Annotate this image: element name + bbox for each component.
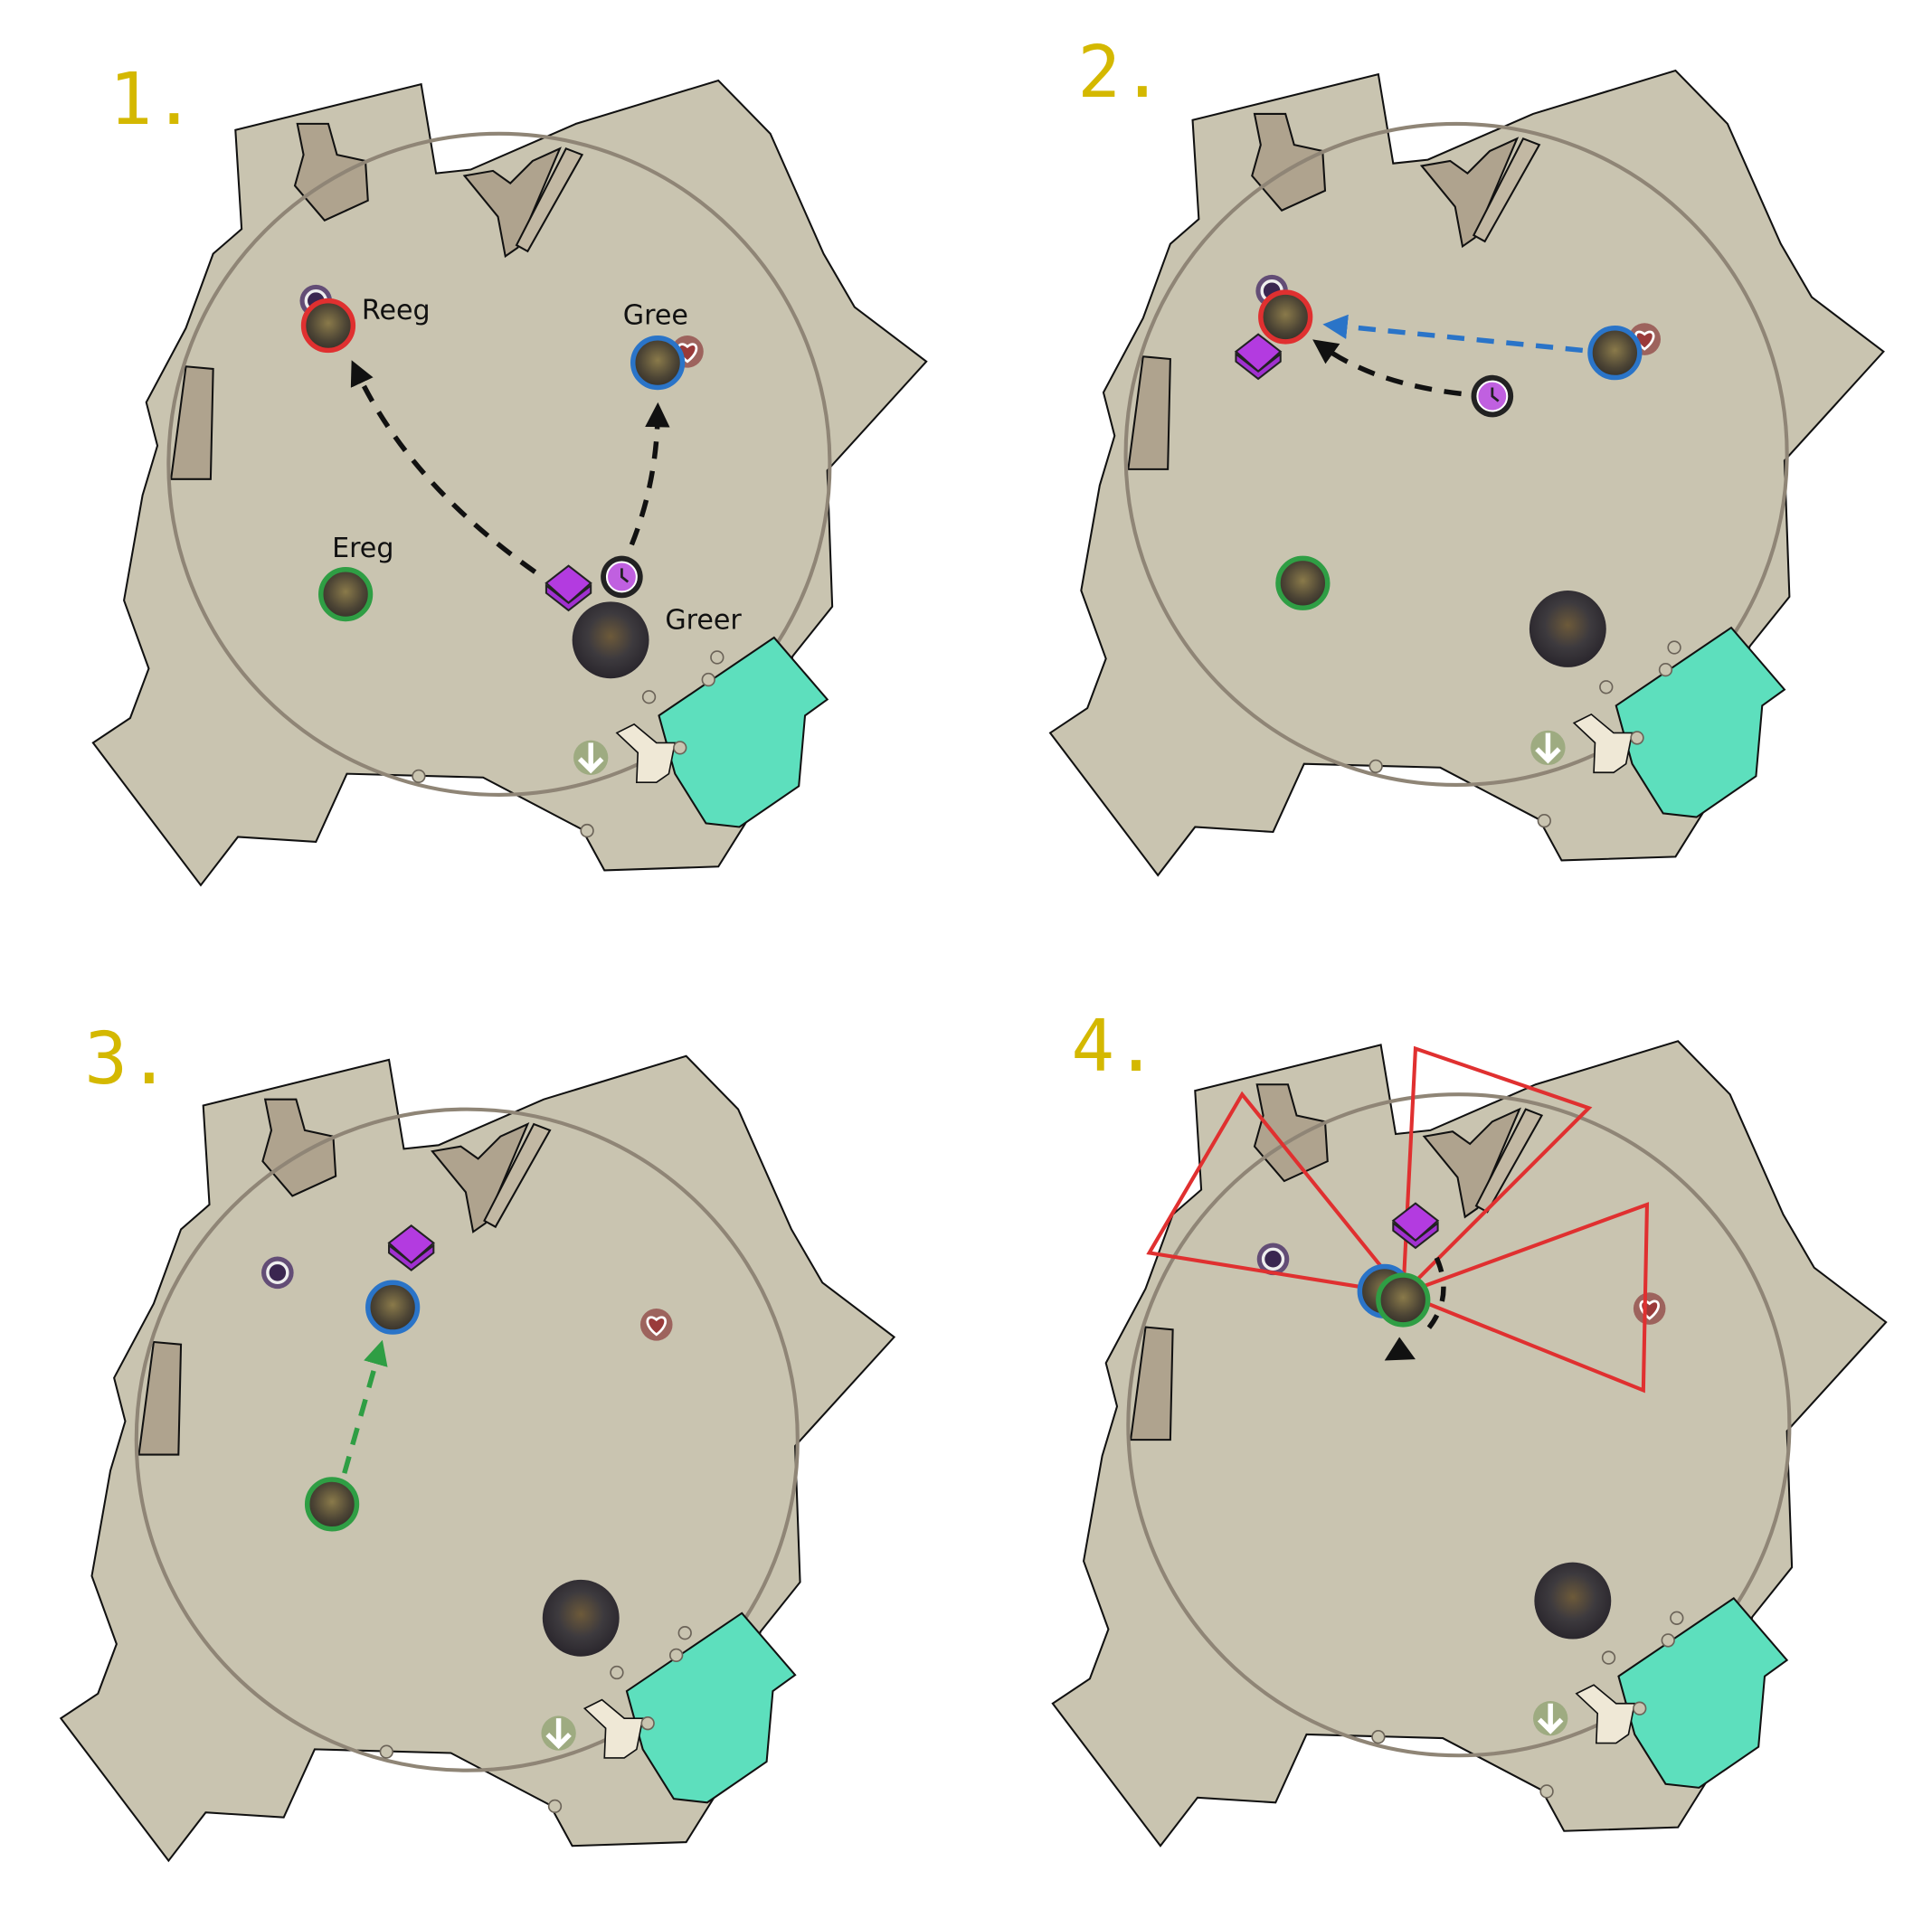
arena-map — [61, 1056, 894, 1861]
rotate-arrow — [1422, 1256, 1446, 1336]
panel-4: 4. — [1053, 1004, 1886, 1846]
boss-name: Greer — [665, 604, 742, 636]
player-name-red: Reeg — [362, 295, 431, 326]
panel-1: 1. Reeg Gree Ereg Greer — [93, 57, 926, 885]
boss-token — [542, 1579, 620, 1657]
panel-2: 2. — [1050, 30, 1883, 875]
player-token-blue — [630, 335, 686, 391]
arena-map — [1053, 1041, 1886, 1846]
clock-icon — [599, 554, 645, 600]
player-name-green: Ereg — [332, 533, 393, 564]
player-name-blue: Gree — [623, 300, 688, 332]
player-token-green — [318, 567, 374, 622]
panel-3: 3. — [61, 1016, 894, 1861]
player-token-blue — [1587, 326, 1643, 381]
move-arrow — [342, 1339, 388, 1474]
player-token-blue — [365, 1280, 421, 1335]
void-ring-icon — [260, 1254, 296, 1290]
move-arrow — [1312, 339, 1462, 397]
step-label: 3. — [84, 1016, 171, 1101]
boss-token — [1534, 1562, 1612, 1640]
player-token-red — [1258, 289, 1313, 345]
player-token-green — [304, 1477, 360, 1532]
move-arrow — [629, 402, 670, 546]
heart-icon — [1632, 1290, 1667, 1327]
step-label: 4. — [1071, 1004, 1158, 1088]
player-token-green — [1275, 555, 1331, 610]
player-token-red — [300, 298, 356, 354]
boss-token — [1529, 591, 1606, 667]
player-token-green — [1376, 1272, 1431, 1328]
cone-attacks — [1146, 1045, 1650, 1394]
clock-icon — [1470, 373, 1515, 419]
arena-map — [93, 80, 926, 885]
arrow-head-icon — [1384, 1337, 1416, 1361]
step-label: 1. — [109, 57, 196, 141]
move-arrow — [1322, 314, 1584, 354]
move-arrow — [350, 360, 537, 574]
step-label: 2. — [1077, 30, 1164, 114]
boss-token — [572, 601, 649, 679]
heart-icon — [639, 1307, 674, 1342]
arena-map — [1050, 71, 1883, 875]
